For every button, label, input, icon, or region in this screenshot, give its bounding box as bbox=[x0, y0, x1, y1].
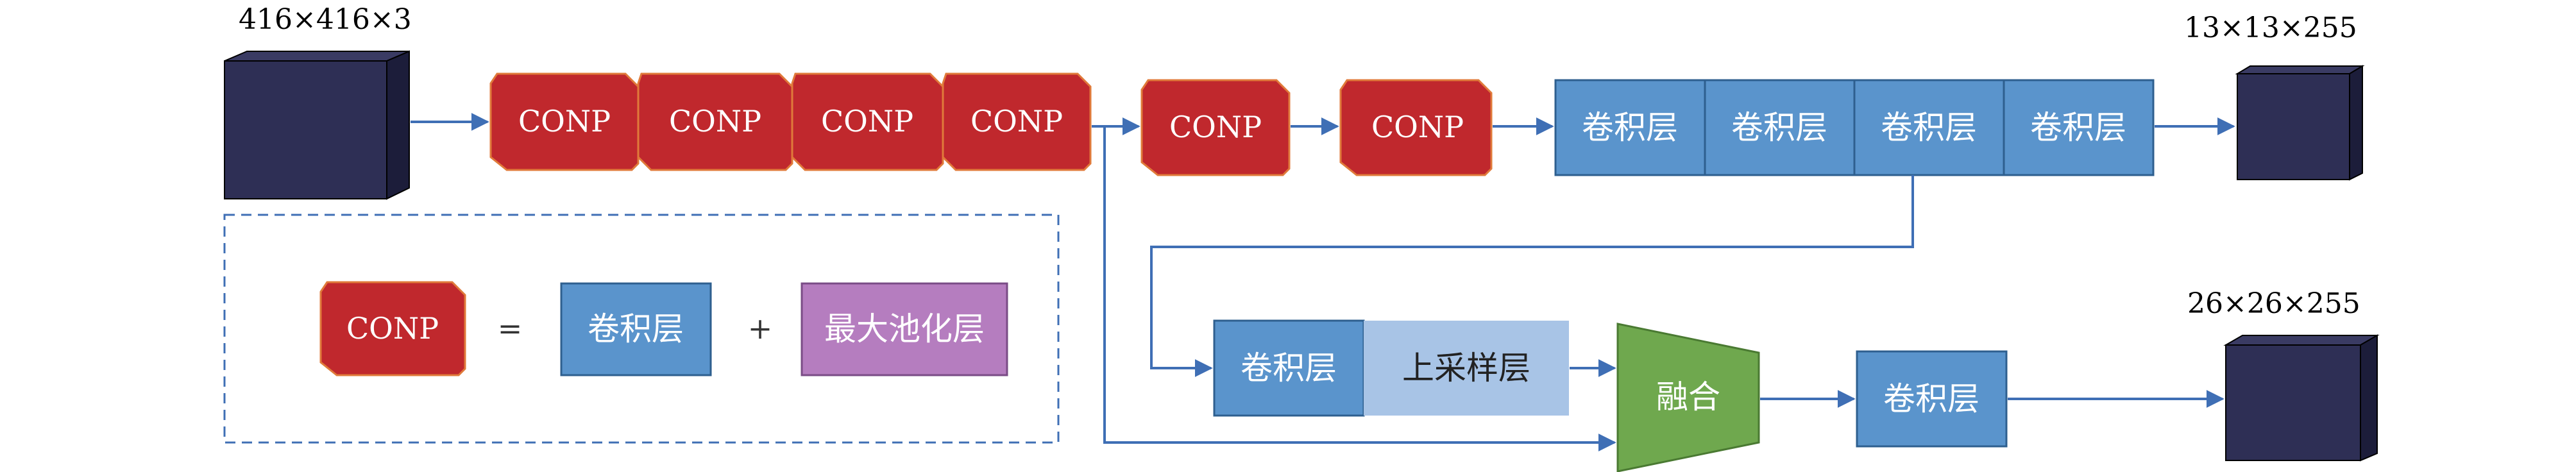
conp-block: CONP bbox=[489, 72, 640, 171]
fusion-block: 融合 bbox=[1616, 323, 1760, 472]
input-tensor-cube bbox=[224, 50, 410, 200]
conp-label: CONP bbox=[669, 104, 761, 139]
conp-block: CONP bbox=[942, 72, 1092, 171]
legend-conp-label: CONP bbox=[346, 311, 439, 346]
legend-plus-sign: + bbox=[748, 311, 773, 346]
output-dims-label-26: 26×26×255 bbox=[2187, 287, 2360, 320]
output-dims-label-13: 13×13×255 bbox=[2184, 12, 2357, 44]
connector-arrows bbox=[411, 113, 2235, 451]
conv-layer-block: 卷积层 bbox=[1213, 319, 1365, 417]
conv-layer-label: 卷积层 bbox=[2030, 109, 2126, 146]
conp-block: CONP bbox=[791, 72, 944, 171]
output-tensor-cube-13 bbox=[2235, 65, 2365, 181]
conv-layer-block: 卷积层 bbox=[1554, 79, 1706, 176]
conv-layer-label: 卷积层 bbox=[1582, 109, 1678, 146]
upsample-layer-block: 上采样层 bbox=[1364, 321, 1569, 416]
conv-layer-label: 卷积层 bbox=[1883, 380, 1979, 417]
legend-maxpool-block: 最大池化层 bbox=[801, 282, 1008, 376]
conv-layer-block: 卷积层 bbox=[1853, 79, 2005, 176]
legend-box: CONP = 卷积层 + 最大池化层 bbox=[223, 214, 1060, 444]
conp-label: CONP bbox=[970, 104, 1063, 139]
conp-label: CONP bbox=[1169, 110, 1262, 144]
conv-layer-label: 卷积层 bbox=[1241, 350, 1337, 387]
conv-layer-label: 卷积层 bbox=[1731, 109, 1827, 146]
conv-layer-block: 卷积层 bbox=[2003, 79, 2155, 176]
output-tensor-cube-26 bbox=[2223, 334, 2380, 462]
legend-equals-sign: = bbox=[498, 311, 523, 346]
conp-block: CONP bbox=[1339, 79, 1493, 176]
conp-block: CONP bbox=[637, 72, 793, 171]
conv-layer-label: 卷积层 bbox=[1881, 109, 1977, 146]
legend-conv-block: 卷积层 bbox=[560, 282, 712, 376]
conp-label: CONP bbox=[1371, 110, 1464, 144]
conp-label: CONP bbox=[821, 104, 913, 139]
arrow-branch-to-upsample bbox=[1150, 175, 1914, 377]
legend-conp-block: CONP bbox=[319, 281, 466, 376]
conp-block: CONP bbox=[1140, 79, 1291, 176]
conp-label: CONP bbox=[518, 104, 611, 139]
conv-layer-block: 卷积层 bbox=[1704, 79, 1856, 176]
arrow-skip-to-fusion bbox=[1098, 125, 1616, 451]
fusion-label: 融合 bbox=[1656, 378, 1720, 416]
conv-layer-block: 卷积层 bbox=[1856, 350, 2008, 448]
legend-conv-label: 卷积层 bbox=[588, 310, 684, 348]
input-dims-label: 416×416×3 bbox=[239, 3, 412, 36]
legend-maxpool-label: 最大池化层 bbox=[824, 310, 985, 348]
upsample-layer-label: 上采样层 bbox=[1402, 350, 1530, 387]
